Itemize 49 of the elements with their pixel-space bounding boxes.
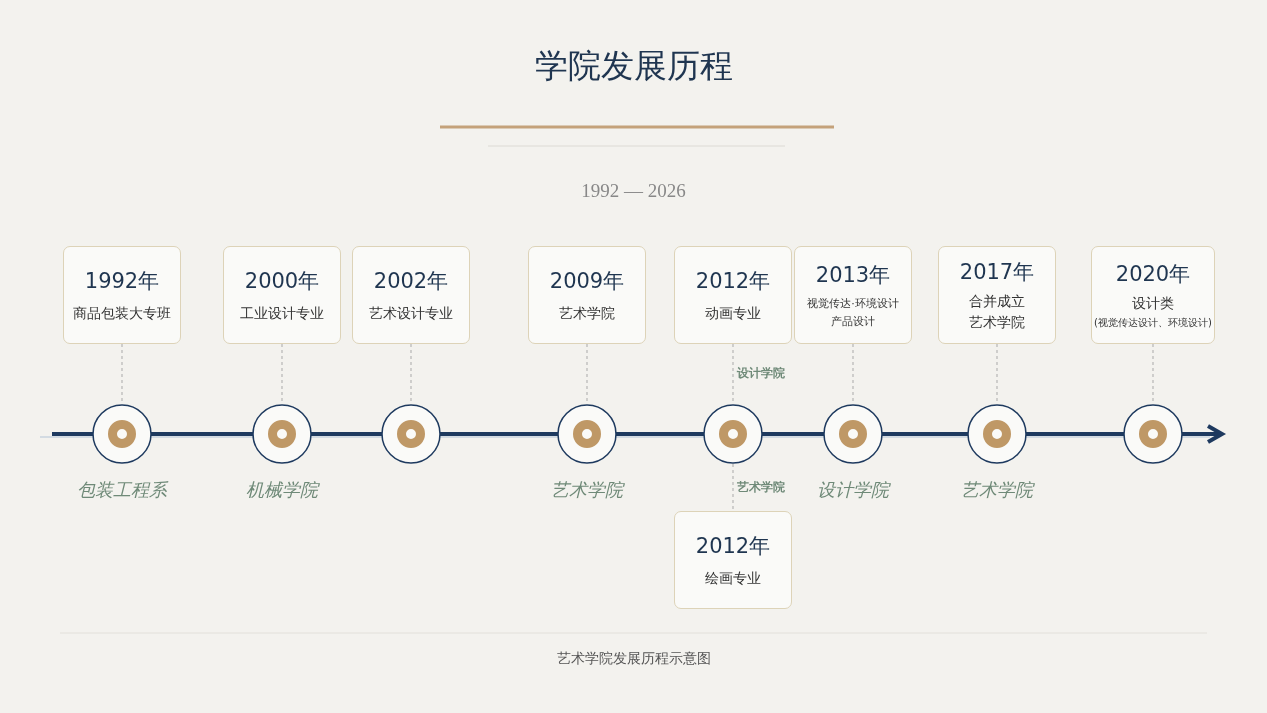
year-label: 2002年	[373, 268, 449, 295]
timeline-marker	[1123, 404, 1183, 464]
timeline-marker	[703, 404, 763, 464]
milestone-text: 商品包装大专班	[73, 305, 171, 323]
year-label: 2013年	[815, 262, 891, 289]
year-label: 2012年	[695, 268, 771, 295]
milestone-text: 艺术学院	[969, 314, 1025, 332]
milestone-card	[794, 246, 912, 344]
edge-label: 艺术学院	[735, 478, 787, 496]
timeline-marker	[92, 404, 152, 464]
milestone-card	[674, 246, 792, 344]
connector-line	[732, 463, 734, 512]
milestone-card	[528, 246, 646, 344]
milestone-card	[674, 511, 792, 609]
timeline-marker	[252, 404, 312, 464]
year-label: 1992年	[84, 268, 160, 295]
milestone-card	[938, 246, 1056, 344]
milestone-card	[223, 246, 341, 344]
milestone-text: 艺术设计专业	[369, 305, 453, 323]
milestone-text: 艺术学院	[559, 305, 615, 323]
timeline-marker	[823, 404, 883, 464]
milestone-card	[1091, 246, 1215, 344]
milestone-text: 产品设计	[831, 314, 875, 329]
timeline-marker	[967, 404, 1027, 464]
year-label: 2012年	[695, 533, 771, 560]
milestone-card	[63, 246, 181, 344]
caption: 艺术学院发展历程示意图	[555, 650, 712, 668]
milestone-text: (视觉传达设计、环境设计)	[1094, 316, 1212, 330]
era-label: 艺术学院	[961, 478, 1033, 502]
milestone-card	[352, 246, 470, 344]
era-label: 包装工程系	[77, 478, 167, 502]
milestone-text: 设计类	[1132, 295, 1174, 313]
timeline-marker	[557, 404, 617, 464]
year-label: 2017年	[959, 259, 1035, 286]
era-label: 机械学院	[246, 478, 318, 502]
timeline-marker	[381, 404, 441, 464]
milestone-text: 动画专业	[705, 305, 761, 323]
milestone-text: 视觉传达·环境设计	[807, 296, 899, 311]
year-label: 2000年	[244, 268, 320, 295]
year-label: 2020年	[1115, 261, 1191, 288]
milestone-text: 绘画专业	[705, 570, 761, 588]
year-label: 2009年	[549, 268, 625, 295]
title: 学院发展历程	[533, 45, 734, 87]
milestone-text: 工业设计专业	[240, 305, 324, 323]
milestone-text: 合并成立	[969, 293, 1025, 311]
era-label: 设计学院	[817, 478, 889, 502]
edge-label: 设计学院	[735, 365, 787, 382]
date-range: 1992 — 2026	[580, 180, 687, 202]
era-label: 艺术学院	[551, 478, 623, 502]
